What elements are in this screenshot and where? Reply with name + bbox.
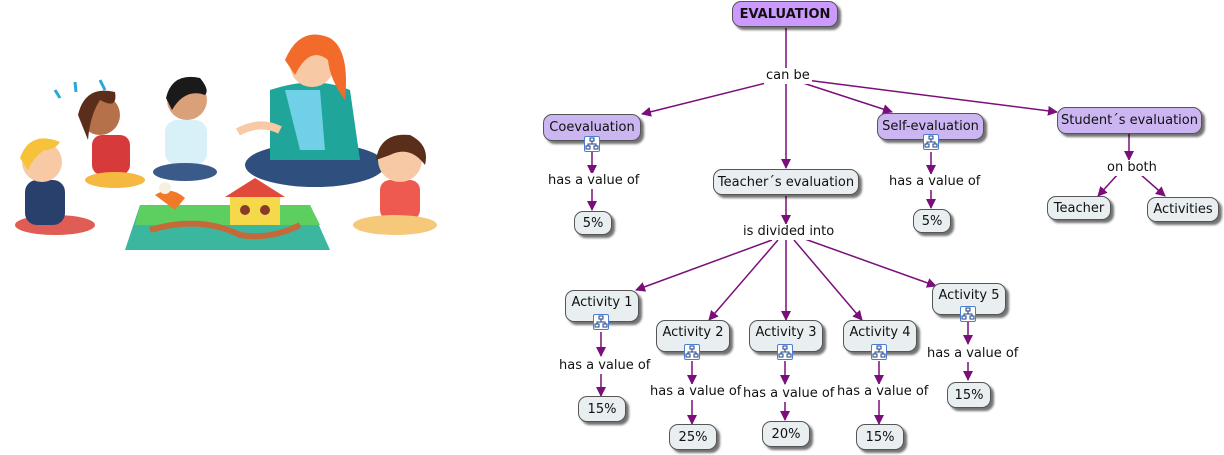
activity-1-value-node[interactable]: 15% [578,396,626,422]
submap-link-icon[interactable] [593,314,609,330]
student-child-activities[interactable]: Activities [1147,197,1219,222]
student-evaluation-node[interactable]: Student´s evaluation [1057,107,1202,134]
submap-link-icon[interactable] [871,344,887,360]
activity-1-link-label: has a value of [557,358,653,374]
link-on-both: on both [1105,160,1159,176]
activity-2-link-label: has a value of [648,384,744,400]
activity-4-link-label: has a value of [835,384,931,400]
activity-5-link-label: has a value of [925,346,1021,362]
submap-link-icon[interactable] [923,134,939,150]
self-evaluation-link-label: has a value of [887,174,983,190]
student-child-teacher[interactable]: Teacher [1047,196,1111,220]
evaluation-root-node[interactable]: EVALUATION [732,1,838,27]
submap-link-icon[interactable] [960,306,976,322]
coevaluation-link-label: has a value of [546,173,642,189]
submap-link-icon[interactable] [684,344,700,360]
activity-3-value-node[interactable]: 20% [762,421,810,447]
teacher-with-children-illustration [15,34,437,250]
submap-link-icon[interactable] [777,344,793,360]
coevaluation-value-node[interactable]: 5% [574,211,612,235]
activity-5-value-node[interactable]: 15% [947,382,991,408]
activity-4-value-node[interactable]: 15% [856,424,904,450]
submap-link-icon[interactable] [584,136,600,152]
self-evaluation-value-node[interactable]: 5% [913,209,951,233]
activity-2-value-node[interactable]: 25% [669,424,717,450]
coevaluation-node[interactable]: Coevaluation [543,114,641,141]
link-can-be: can be [764,68,812,84]
activity-3-link-label: has a value of [741,386,837,402]
activity-5-node[interactable]: Activity 5 [932,283,1006,315]
teacher-evaluation-node[interactable]: Teacher´s evaluation [713,169,859,195]
link-is-divided-into: is divided into [741,224,837,240]
